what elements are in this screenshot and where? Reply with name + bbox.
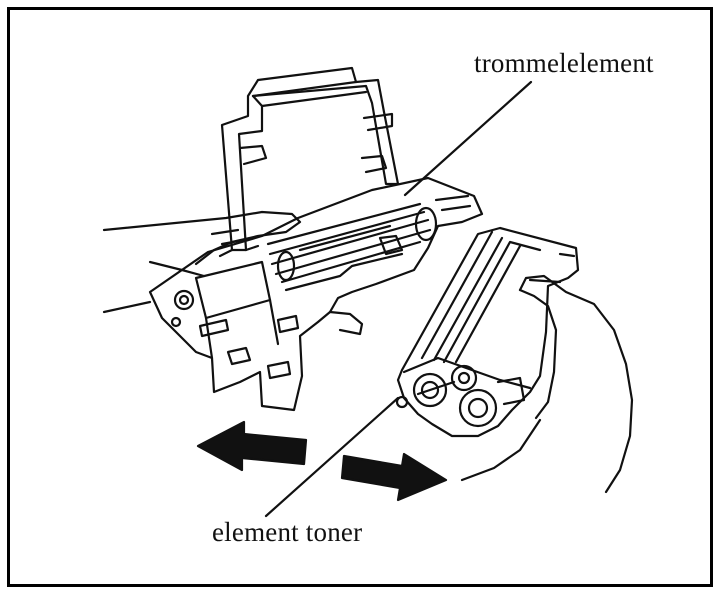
arrow-left-icon [196,420,308,472]
drum-unit [148,66,484,412]
left-hand [102,210,302,314]
toner-leader-line [264,396,400,518]
figure-frame [7,7,713,587]
drum-unit-label: trommelelement [474,48,654,78]
direction-arrows [196,420,448,502]
toner-unit [395,226,580,438]
toner-unit-label: element toner [212,517,363,547]
arrow-right-icon [340,452,448,502]
right-hand [460,274,634,494]
drum-leader-line [403,80,533,197]
